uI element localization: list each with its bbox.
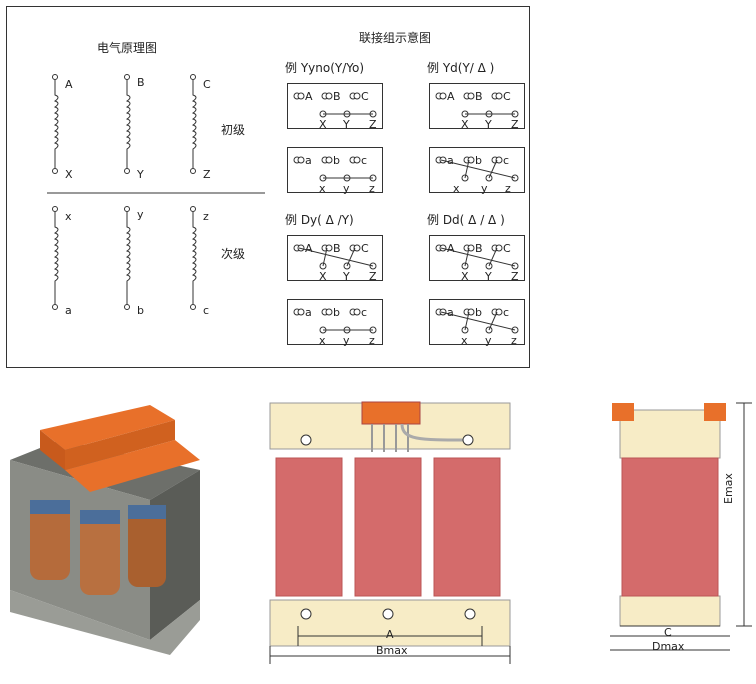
principle-title: 电气原理图: [97, 41, 158, 55]
connection-lines: [293, 92, 519, 334]
dd-p-X: X: [461, 270, 469, 283]
dim-Emax: Emax: [722, 473, 735, 504]
schematic-panel: 电气原理图 联接组示意图 A B C X Y Z 初级 x y z a b c …: [6, 6, 530, 368]
terminal-x: x: [65, 210, 72, 223]
dim-Dmax: Dmax: [652, 640, 685, 653]
group-yyno-secondary: [287, 147, 383, 193]
yd-p-B: B: [475, 90, 483, 103]
primary-label: 初级: [221, 123, 246, 137]
group-dd-primary: [429, 235, 525, 281]
terminal-Z: Z: [203, 168, 211, 181]
transformer-photo: [10, 405, 200, 655]
dd-s-y: y: [485, 334, 492, 347]
terminal-X: X: [65, 168, 73, 181]
terminal-y: y: [137, 208, 144, 221]
dd-s-a: a: [447, 306, 454, 319]
yd-p-C: C: [503, 90, 511, 103]
terminal-Y: Y: [137, 168, 144, 181]
group-dy-secondary: [287, 299, 383, 345]
group-yd-primary: [429, 83, 525, 129]
yd-p-Y: Y: [485, 118, 492, 131]
dd-p-B: B: [475, 242, 483, 255]
dy-s-x: x: [319, 334, 326, 347]
yd-s-z: z: [505, 182, 511, 195]
yd-p-X: X: [461, 118, 469, 131]
dim-A: A: [386, 628, 394, 641]
yd-s-x: x: [453, 182, 460, 195]
dd-p-Y: Y: [485, 270, 492, 283]
group-label-dd: 例 Dd( Δ / Δ ): [427, 213, 505, 227]
dy-p-Z: Z: [369, 270, 377, 283]
yyno-p-Z: Z: [369, 118, 377, 131]
group-dy-primary: [287, 235, 383, 281]
yd-s-c: c: [503, 154, 510, 167]
secondary-label: 次级: [221, 247, 246, 261]
side-view: [610, 402, 752, 651]
yyno-p-B: B: [333, 90, 341, 103]
yyno-p-A: A: [305, 90, 313, 103]
yyno-s-a: a: [305, 154, 312, 167]
dy-s-y: y: [343, 334, 350, 347]
dim-Bmax: Bmax: [376, 644, 408, 657]
yyno-p-C: C: [361, 90, 369, 103]
yd-p-A: A: [447, 90, 455, 103]
dy-p-X: X: [319, 270, 327, 283]
dd-p-A: A: [447, 242, 455, 255]
yyno-p-X: X: [319, 118, 327, 131]
terminal-c: c: [203, 304, 210, 317]
dd-s-x: x: [461, 334, 468, 347]
dy-s-a: a: [305, 306, 312, 319]
dd-p-C: C: [503, 242, 511, 255]
dd-s-c: c: [503, 306, 510, 319]
group-dd-secondary: [429, 299, 525, 345]
yyno-s-c: c: [361, 154, 368, 167]
group-label-dy: 例 Dy( Δ /Y): [285, 213, 354, 227]
dy-p-B: B: [333, 242, 341, 255]
terminal-b: b: [137, 304, 144, 317]
front-view: [269, 401, 511, 664]
winding-schematic: [47, 74, 265, 310]
terminal-C: C: [203, 78, 211, 91]
yyno-s-y: y: [343, 182, 350, 195]
dy-s-c: c: [361, 306, 368, 319]
yd-s-y: y: [481, 182, 488, 195]
dy-s-b: b: [333, 306, 340, 319]
yd-s-b: b: [475, 154, 482, 167]
dy-p-C: C: [361, 242, 369, 255]
terminal-A: A: [65, 78, 73, 91]
dd-s-b: b: [475, 306, 482, 319]
yyno-s-b: b: [333, 154, 340, 167]
terminal-a: a: [65, 304, 72, 317]
dim-C: C: [664, 626, 672, 639]
yyno-s-z: z: [369, 182, 375, 195]
yd-p-Z: Z: [511, 118, 519, 131]
terminal-z: z: [203, 210, 209, 223]
group-yyno-primary: [287, 83, 383, 129]
connections-title: 联接组示意图: [359, 31, 432, 45]
dd-p-Z: Z: [511, 270, 519, 283]
dy-p-A: A: [305, 242, 313, 255]
group-label-yyno: 例 Yyno(Y/Yo): [285, 61, 365, 75]
dy-p-Y: Y: [343, 270, 350, 283]
group-label-yd: 例 Yd(Y/ Δ ): [427, 61, 495, 75]
dy-s-z: z: [369, 334, 375, 347]
yd-s-a: a: [447, 154, 454, 167]
yyno-s-x: x: [319, 182, 326, 195]
terminal-B: B: [137, 76, 145, 89]
dd-s-z: z: [511, 334, 517, 347]
yyno-p-Y: Y: [343, 118, 350, 131]
group-yd-secondary: [429, 147, 525, 193]
